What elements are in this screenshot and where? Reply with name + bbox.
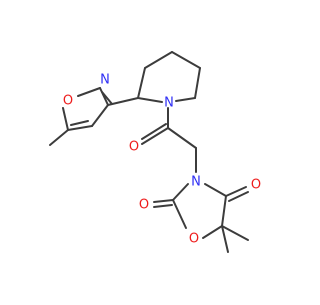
atom-oxazolidine-n: N [191, 175, 201, 190]
bond-pip-c4-c5 [171, 51, 201, 69]
bond-n-c3 [99, 87, 109, 106]
bond-c5-methyl-b [221, 225, 249, 241]
atom-isoxazole-n: N [100, 73, 110, 88]
atom-c4-carbonyl-o: O [251, 178, 261, 193]
bond-pip-c5-c6 [194, 67, 201, 99]
bond-c3-c4 [91, 104, 109, 127]
bond-c4-c5-double [70, 120, 89, 126]
bond-methyl-isoxazole [49, 129, 69, 146]
bond-c4-n [204, 183, 227, 197]
bond-c5-methyl-a [221, 225, 229, 253]
bond-c2-ring-o [172, 199, 187, 229]
bond-c4-c5 [67, 125, 93, 131]
bond-n-c2 [172, 183, 189, 201]
atom-labels: O N N O N O O O [63, 73, 261, 247]
atom-piperidine-n: N [164, 96, 174, 111]
bond-c4-o [225, 186, 247, 197]
bond-c4-o-double [228, 191, 249, 202]
bond-o-n [77, 87, 101, 97]
molecule-canvas: O N N O N O O O [49, 51, 261, 253]
bond-c5-o [62, 107, 69, 131]
bond-c5-c4 [221, 195, 227, 227]
bond-isoxazole-piperidine [107, 97, 139, 106]
bond-carbonyl-ch2 [167, 127, 197, 149]
bond-pip-n-c2 [137, 97, 163, 103]
bond-n-c3-double [101, 91, 113, 105]
bond-c2-o [153, 199, 174, 203]
atom-carbonyl-o: O [129, 140, 139, 155]
atom-c2-carbonyl-o: O [139, 198, 149, 213]
bond-carbonyl-o [141, 127, 169, 145]
molecule-diagram: O N N O N O O O [49, 51, 261, 253]
bond-pip-c2-c3 [137, 67, 146, 99]
bond-c2-o-double [153, 204, 173, 208]
bond-ring-o-c5 [202, 225, 223, 239]
atom-isoxazole-o: O [63, 94, 73, 109]
bond-pip-c3-c4 [144, 51, 173, 69]
atom-ring-o: O [189, 232, 199, 247]
bond-pip-c6-n [175, 97, 196, 102]
bond-carbonyl-o-double [141, 123, 167, 140]
bonds [49, 51, 249, 253]
